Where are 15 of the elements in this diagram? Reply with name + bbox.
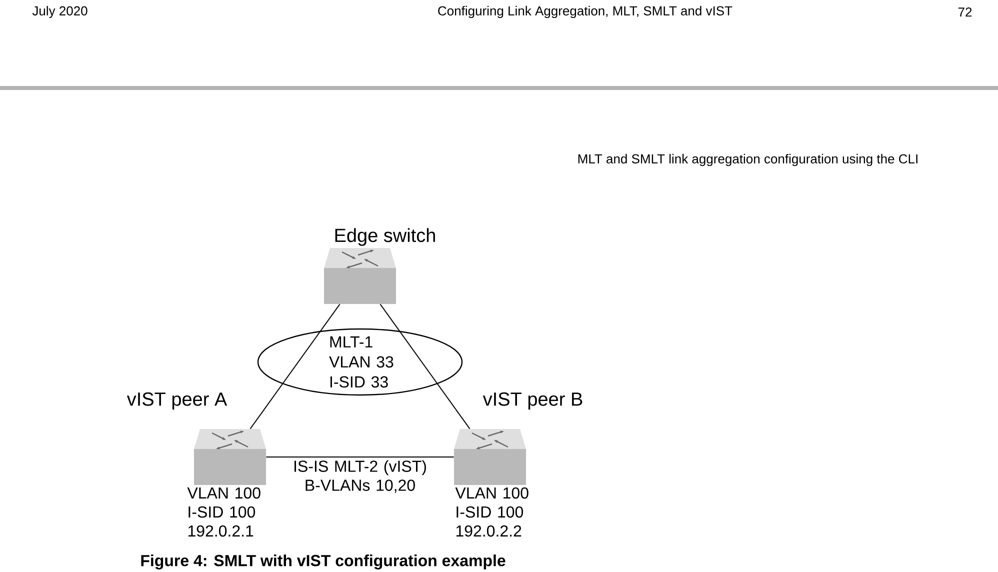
caption: Figure 4: SMLT with vIST configuration example — [141, 554, 506, 570]
header-text: Configuring Link Aggregation, MLT, SMLT and vIST — [438, 6, 732, 18]
link-line — [250, 304, 340, 430]
edge-label: IS-IS MLT-2 (vIST) B-VLANs 10,20 — [289, 459, 431, 494]
device-label: vIST peer A — [126, 392, 228, 410]
device-config: VLAN 100 I-SID 100 192.0.2.2 — [455, 487, 528, 537]
link-line — [380, 304, 470, 430]
device-label: vIST peer B — [482, 392, 582, 410]
device-label: Edge switch — [335, 228, 435, 246]
device-config: VLAN 100 I-SID 100 192.0.2.1 — [187, 487, 260, 537]
page-number: 72 — [958, 7, 972, 17]
header-text: July 2020 — [32, 6, 88, 18]
link-line — [266, 456, 454, 458]
section-title: MLT and SMLT link aggregation configuration using the CLI — [578, 154, 918, 166]
mlt-label: MLT-1 VLAN 33 I-SID 33 — [329, 336, 394, 388]
